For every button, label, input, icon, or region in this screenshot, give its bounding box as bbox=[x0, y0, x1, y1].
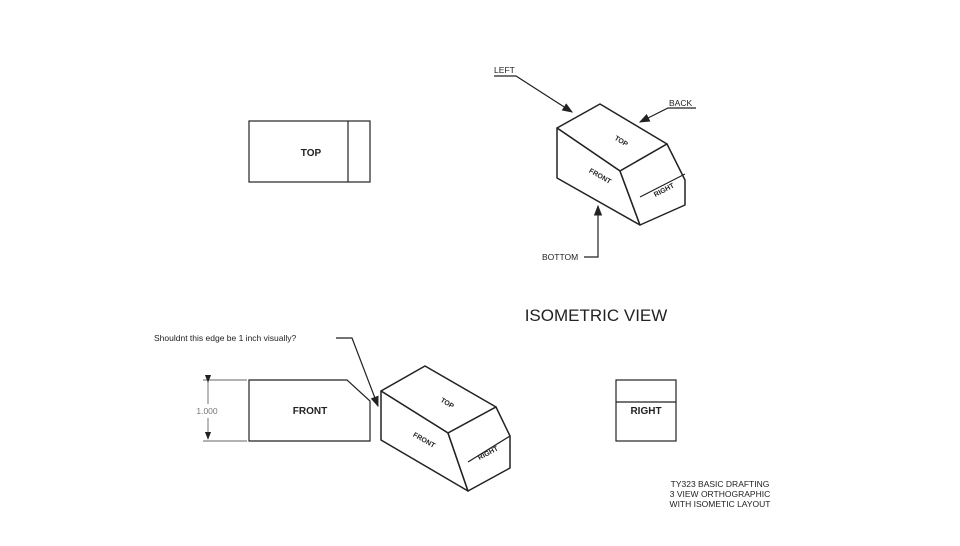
back-label: BACK bbox=[669, 98, 692, 108]
bottom-label: BOTTOM bbox=[542, 252, 578, 262]
title-line-1: TY323 BASIC DRAFTING bbox=[671, 479, 770, 489]
title-line-3: WITH ISOMETIC LAYOUT bbox=[670, 499, 771, 509]
dimension-value: 1.000 bbox=[196, 406, 218, 416]
right-view-label: RIGHT bbox=[630, 406, 661, 417]
isometric-view-title: ISOMETRIC VIEW bbox=[525, 306, 668, 325]
iso-upper-chamfer-edge bbox=[639, 173, 686, 198]
iso-lower-chamfer-edge bbox=[467, 435, 511, 463]
top-view: TOP bbox=[248, 120, 371, 183]
title-line-2: 3 VIEW ORTHOGRAPHIC bbox=[670, 489, 770, 499]
front-view-label: FRONT bbox=[293, 406, 327, 417]
top-view-label: TOP bbox=[301, 148, 322, 159]
left-label: LEFT bbox=[494, 65, 515, 75]
front-view: FRONT 1.000 Shouldnt this edge be 1 inch… bbox=[154, 333, 379, 442]
annotation-text: Shouldnt this edge be 1 inch visually? bbox=[154, 333, 297, 343]
iso-upper-right-face bbox=[619, 143, 686, 226]
front-view-outline bbox=[248, 379, 371, 442]
iso-lower-right-face bbox=[447, 406, 511, 492]
left-leader bbox=[494, 75, 574, 113]
bottom-leader bbox=[584, 204, 603, 258]
right-view: RIGHT bbox=[615, 379, 677, 442]
back-leader bbox=[638, 107, 696, 123]
annotation-leader bbox=[336, 337, 379, 408]
top-view-outline bbox=[248, 120, 371, 183]
isometric-view-upper: TOP FRONT RIGHT LEFT BACK BOTTOM bbox=[494, 65, 696, 262]
isometric-view-lower: TOP FRONT RIGHT bbox=[380, 365, 511, 492]
title-block: TY323 BASIC DRAFTING 3 VIEW ORTHOGRAPHIC… bbox=[670, 479, 771, 509]
right-view-outline bbox=[615, 379, 677, 442]
